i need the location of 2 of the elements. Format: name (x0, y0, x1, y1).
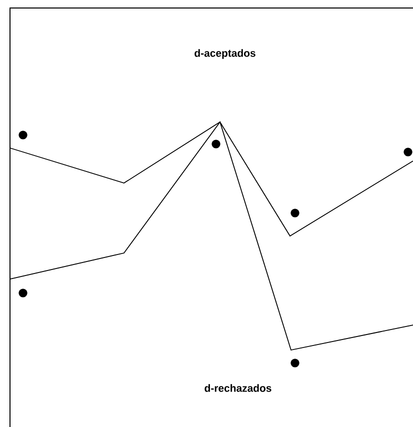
region-label: d-rechazados (204, 384, 272, 392)
region-label: d-aceptados (194, 49, 256, 59)
